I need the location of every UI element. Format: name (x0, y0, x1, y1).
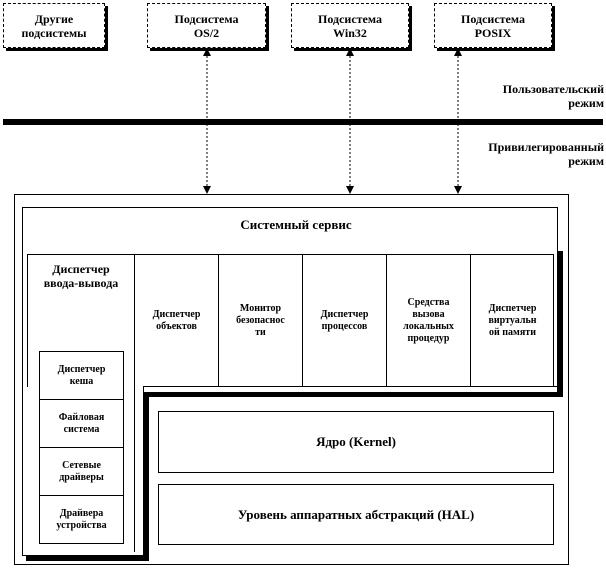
io-item-cache-label: Диспетчер кеша (57, 363, 106, 387)
io-item-devices: Драйвера устройства (40, 496, 123, 543)
managers-row (27, 254, 554, 387)
io-item-devices-label: Драйвера устройства (56, 507, 107, 531)
io-item-network: Сетевые драйверы (40, 448, 123, 496)
manager-objects: Диспетчер объектов (135, 254, 219, 387)
io-item-network-label: Сетевые драйверы (59, 459, 104, 483)
manager-objects-label: Диспетчер объектов (152, 308, 201, 332)
manager-processes-label: Диспетчер процессов (320, 308, 369, 332)
subsystem-os2-label: Подсистема OS/2 (174, 11, 239, 40)
kernel-label: Ядро (Kernel) (316, 434, 396, 449)
subsystem-win32: Подсистема Win32 (291, 3, 409, 48)
manager-vm: Диспетчер виртуальн ой памяти (471, 254, 554, 387)
manager-processes: Диспетчер процессов (303, 254, 387, 387)
system-service-title: Системный сервис (240, 217, 352, 232)
subsystem-posix-label: Подсистема POSIX (461, 11, 525, 40)
manager-lpc-label: Средства вызова локальных процедур (403, 296, 454, 344)
subsystem-win32-label: Подсистема Win32 (318, 11, 382, 40)
io-items: Диспетчер кеша Файловая система Сетевые … (39, 351, 124, 544)
subsystem-posix: Подсистема POSIX (434, 3, 552, 48)
io-item-filesystem-label: Файловая система (58, 411, 105, 435)
executive-shadow-step (143, 391, 563, 397)
subsystem-os2: Подсистема OS/2 (147, 3, 266, 48)
manager-vm-label: Диспетчер виртуальн ой памяти (488, 302, 537, 338)
subsystem-other-label: Другие подсистемы (21, 11, 87, 40)
kernel-box: Ядро (Kernel) (158, 411, 554, 473)
mode-boundary-line (3, 119, 603, 125)
manager-lpc: Средства вызова локальных процедур (387, 254, 471, 387)
executive-shadow-bottom (26, 555, 149, 561)
manager-security: Монитор безопаснос ти (219, 254, 303, 387)
system-container (14, 194, 569, 565)
user-mode-label: Пользовательский режим (502, 82, 604, 110)
executive-shadow-inner (143, 391, 149, 561)
subsystem-other: Другие подсистемы (3, 3, 105, 48)
io-item-filesystem: Файловая система (40, 400, 123, 448)
executive-step-line (143, 386, 558, 387)
io-manager-title: Диспетчер ввода-вывода (43, 262, 119, 290)
hal-box: Уровень аппаратных абстракций (HAL) (158, 484, 554, 545)
manager-security-label: Монитор безопаснос ти (236, 302, 285, 338)
io-manager: Диспетчер ввода-вывода (27, 254, 135, 552)
io-item-cache: Диспетчер кеша (40, 352, 123, 400)
privileged-mode-label: Привилегированный режим (488, 140, 604, 168)
hal-label: Уровень аппаратных абстракций (HAL) (237, 506, 475, 522)
executive-shadow-right (557, 251, 563, 396)
